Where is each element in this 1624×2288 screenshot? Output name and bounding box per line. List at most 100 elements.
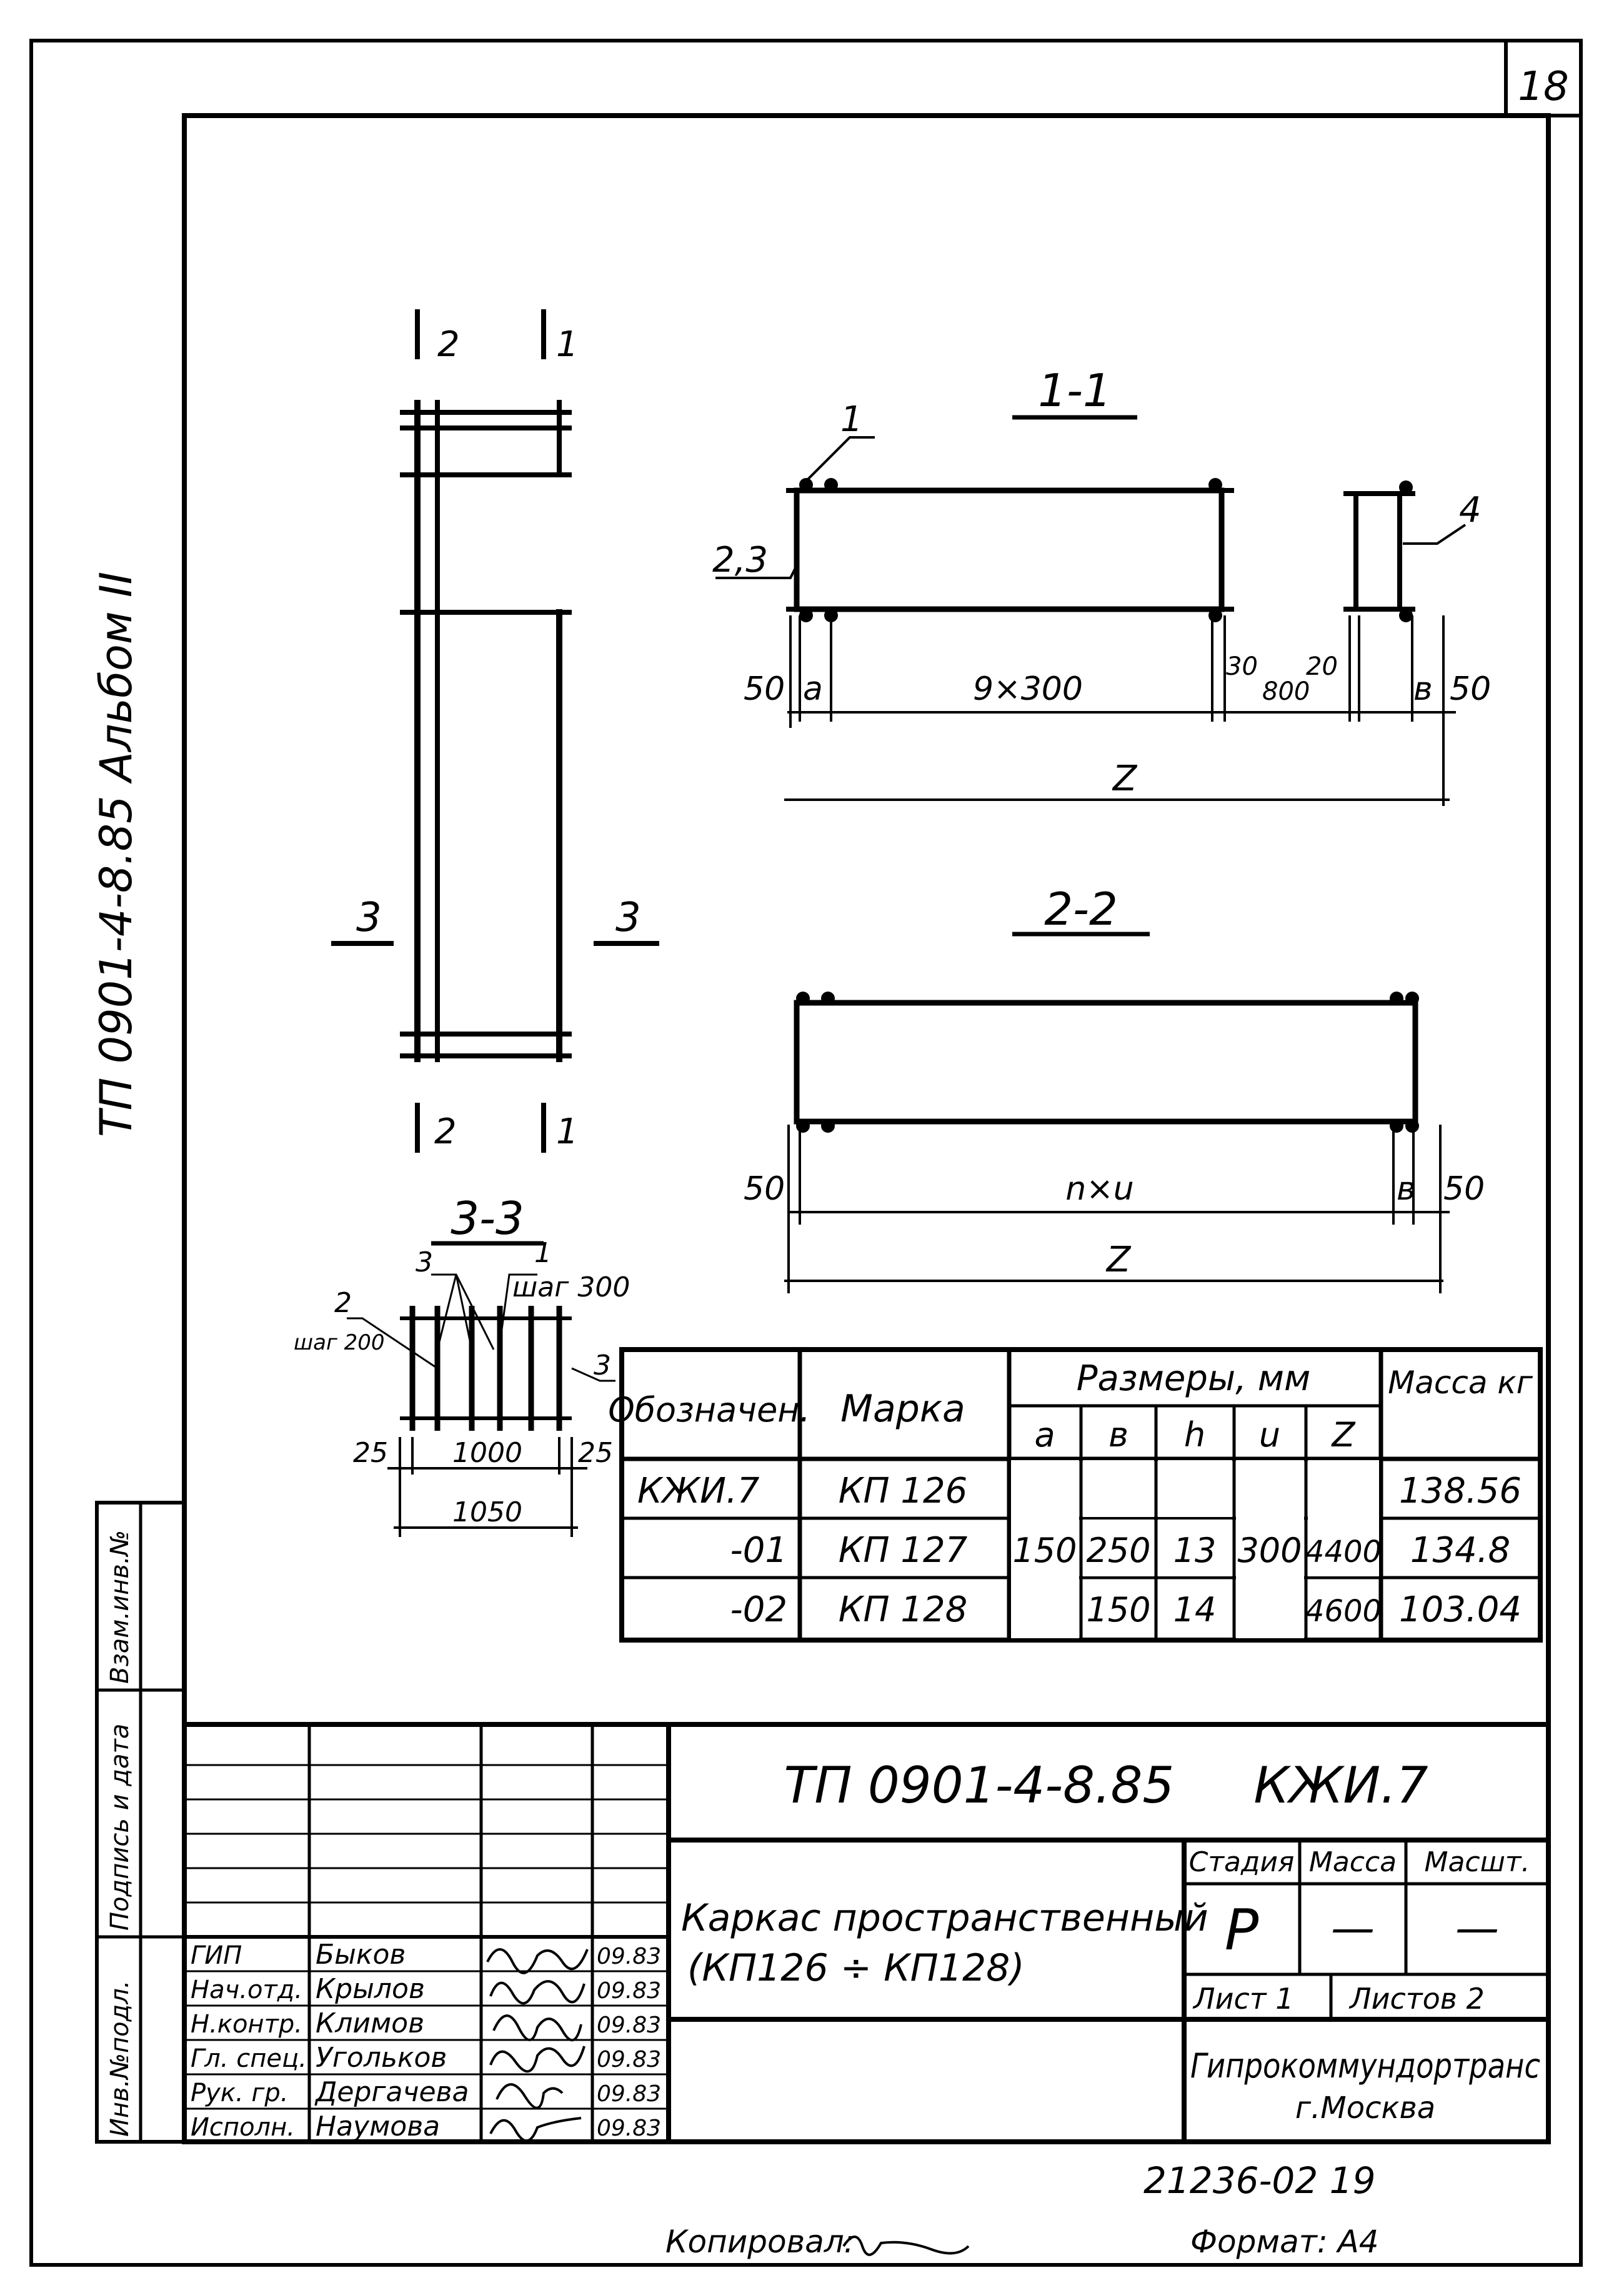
section-1-1-dim-a: а [803, 670, 823, 708]
title-org-line2: г.Москва [1295, 2091, 1435, 2126]
staff-date: 09.83 [597, 1944, 661, 1969]
tbl-merged-h1: 13 [1173, 1531, 1217, 1570]
tbl-merged-v2: 150 [1086, 1590, 1150, 1629]
staff-name: Быков [316, 1939, 406, 1971]
section-2-2-dim-v: в [1397, 1170, 1416, 1208]
format-label: Формат: А4 [1190, 2224, 1379, 2260]
tbl-h-massa: Масса кг [1388, 1365, 1533, 1401]
section-3-3 [347, 1241, 615, 1537]
section-1-1-dim-30: 30 [1226, 652, 1258, 681]
title-block [182, 1722, 1551, 2144]
staff-role: Нач.отд. [191, 1976, 302, 2004]
tbl-h-h: h [1184, 1415, 1205, 1455]
strip-inv-podl: Инв.№подл. [106, 1980, 134, 2137]
plan-cut-1-bottom: 1 [556, 1112, 579, 1152]
staff-name: Климов [316, 2007, 424, 2039]
section-3-3-dim-1050: 1050 [452, 1496, 522, 1528]
tbl-merged-h2: 14 [1173, 1590, 1217, 1629]
section-3-3-title: 3-3 [451, 1192, 524, 1245]
section-2-2-title: 2-2 [1044, 883, 1118, 935]
staff-date: 09.83 [597, 2081, 661, 2107]
section-1-1-dim-50-right: 50 [1450, 670, 1491, 708]
staff-name: Крылов [316, 1973, 425, 2005]
section-1-1-lead-1: 1 [840, 399, 863, 440]
section-3-3-lead-3-top: 3 [416, 1246, 433, 1278]
staff-date: 09.83 [597, 1978, 661, 2004]
tbl-h-u: u [1259, 1415, 1280, 1455]
staff-date: 09.83 [597, 2047, 661, 2072]
section-1-1-dim-z: Z [1112, 759, 1138, 799]
section-1-1-dim-20: 20 [1306, 652, 1338, 681]
staff-role: Н.контр. [191, 2010, 302, 2039]
plan-view [331, 309, 659, 1153]
spec-table [619, 1347, 1543, 1643]
staff-list: ГИП Быков 09.83 Нач.отд. Крылов 09.83 Н.… [191, 1939, 661, 2142]
copied-by-signature [842, 2236, 970, 2256]
tbl-merged-z1: 4400 [1305, 1534, 1382, 1569]
tbl-merged-a: 150 [1012, 1531, 1077, 1570]
section-3-3-shag300: шаг 300 [512, 1271, 630, 1303]
tbl-h-v: в [1108, 1415, 1128, 1455]
section-3-3-lead-3-right: 3 [594, 1350, 611, 1381]
tbl-r3-oboz: -02 [730, 1589, 787, 1630]
tbl-h-marka: Марка [840, 1387, 965, 1431]
section-1-1-dim-50-left: 50 [744, 670, 785, 708]
title-listov-label: Листов 2 [1348, 1982, 1485, 2016]
tbl-merged-u: 300 [1237, 1531, 1302, 1570]
section-2-2 [784, 932, 1450, 1293]
title-list-label: Лист 1 [1192, 1982, 1293, 2016]
title-stadiya-value: Р [1225, 1898, 1259, 1963]
tbl-r2-marka: КП 127 [839, 1530, 968, 1571]
section-2-2-dim-50-right: 50 [1443, 1170, 1485, 1208]
tbl-r1-massa: 138.56 [1399, 1471, 1522, 1511]
plan-cut-3-right: 3 [615, 895, 641, 941]
section-3-3-dim-25-right: 25 [578, 1437, 613, 1469]
title-name-line1: Каркас пространственный [681, 1896, 1208, 1940]
tbl-h-oboznach: Обозначен. [608, 1390, 810, 1430]
title-code: ТП 0901-4-8.85 КЖИ.7 [784, 1756, 1428, 1814]
title-name-line2: (КП126 ÷ КП128) [687, 1946, 1025, 1990]
section-1-1-lead-23: 2,3 [712, 540, 768, 580]
plan-cut-1-top: 1 [556, 324, 579, 365]
tbl-merged-z2: 4600 [1305, 1594, 1382, 1629]
signatures [486, 1948, 589, 2142]
plan-cut-2-bottom: 2 [434, 1112, 457, 1152]
plan-cut-2-top: 2 [437, 324, 460, 365]
tbl-merged-v1: 250 [1086, 1531, 1150, 1570]
section-2-2-dim-z: Z [1105, 1240, 1132, 1280]
section-1-1-dim-v: в [1413, 670, 1433, 708]
section-1-1-dim-9x300: 9×300 [973, 670, 1083, 708]
tbl-r3-massa: 103.04 [1399, 1589, 1522, 1630]
title-massa-value: — [1331, 1903, 1375, 1954]
tbl-h-razmery: Размеры, мм [1077, 1358, 1310, 1399]
sheet-number: 18 [1518, 64, 1568, 110]
title-masht-value: — [1455, 1903, 1499, 1954]
tbl-r2-oboz: -01 [730, 1530, 787, 1571]
section-1-1-title: 1-1 [1038, 364, 1112, 417]
title-massa-label: Масса [1309, 1846, 1397, 1878]
section-3-3-shag200: шаг 200 [294, 1330, 385, 1355]
section-2-2-dim-50-left: 50 [744, 1170, 785, 1208]
staff-date: 09.83 [597, 2116, 661, 2141]
tbl-r1-oboz: КЖИ.7 [637, 1471, 760, 1511]
tbl-r2-massa: 134.8 [1410, 1530, 1510, 1571]
staff-date: 09.83 [597, 2012, 661, 2038]
tbl-h-z: Z [1331, 1415, 1356, 1455]
tbl-r1-marka: КП 126 [839, 1471, 968, 1511]
archive-number: 21236-02 19 [1143, 2159, 1375, 2202]
section-3-3-lead-2: 2 [334, 1287, 352, 1319]
staff-role: Исполн. [191, 2113, 295, 2142]
section-2-2-dim-nxu: n×u [1065, 1170, 1133, 1208]
staff-name: Угольков [316, 2042, 447, 2074]
title-stadiya-label: Стадия [1189, 1846, 1295, 1878]
strip-podpis-data: Подпись и дата [106, 1724, 134, 1931]
section-1-1-dim-800: 800 [1262, 677, 1310, 706]
title-org-line1: Гипрокоммундортранс [1190, 2046, 1540, 2086]
tbl-r3-marka: КП 128 [839, 1589, 968, 1630]
side-album-label: ТП 0901-4-8.85 Альбом II [91, 572, 142, 1137]
tbl-h-a: а [1034, 1415, 1055, 1455]
staff-role: Рук. гр. [191, 2079, 289, 2107]
section-3-3-dim-1000: 1000 [452, 1437, 522, 1469]
staff-role: ГИП [191, 1941, 242, 1970]
